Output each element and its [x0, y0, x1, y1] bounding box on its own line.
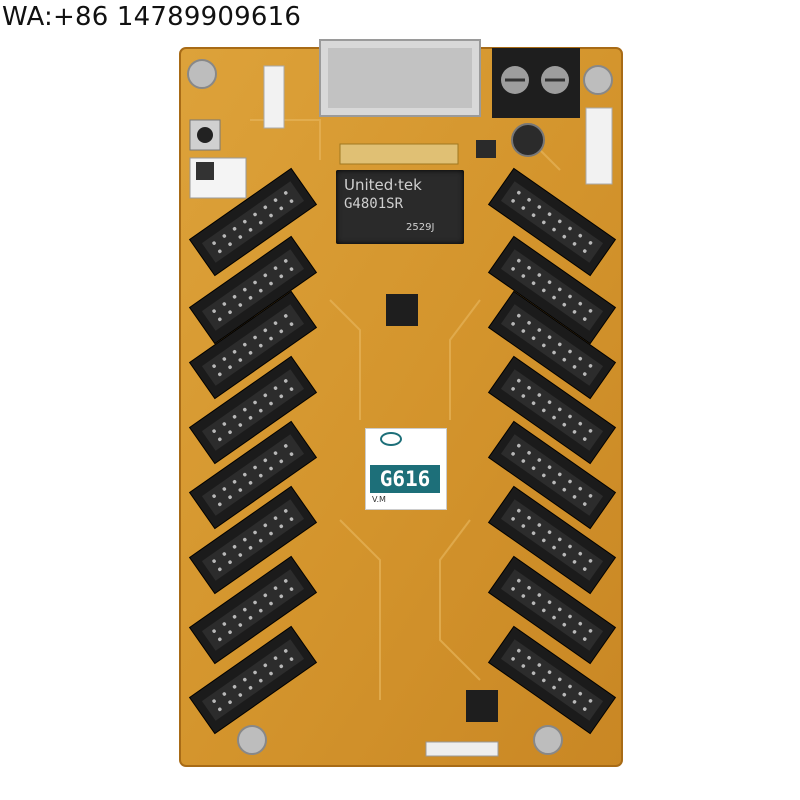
brand-logo-icon — [380, 432, 402, 446]
ribbon-connector-right — [487, 167, 617, 277]
ic-model-text: G4801SR — [344, 196, 404, 212]
ribbon-connector-left — [188, 355, 318, 465]
ic-brand-text: United·tek — [344, 176, 422, 194]
pin-strip — [425, 741, 499, 757]
driver-ic: United·tek G4801SR 2529J — [336, 170, 464, 244]
header-white — [585, 107, 613, 185]
ribbon-connector-left — [188, 290, 318, 400]
capacitor — [511, 123, 545, 157]
mount-hole — [187, 59, 217, 89]
ribbon-connectors-right — [487, 167, 617, 735]
ribbon-connector-left — [188, 555, 318, 665]
mount-hole — [583, 65, 613, 95]
ribbon-connector-right — [487, 235, 617, 345]
controller-label: G616 V.M — [365, 428, 447, 510]
small-ic — [386, 294, 418, 326]
ribbon-connector-right — [487, 420, 617, 530]
ic-code-text: 2529J — [406, 222, 435, 233]
ribbon-connector-right — [487, 355, 617, 465]
ribbon-connectors-left — [188, 167, 318, 735]
controller-version-text: V.M — [372, 495, 386, 504]
mount-hole — [533, 725, 563, 755]
ribbon-connector-left — [188, 235, 318, 345]
ribbon-connector-right — [487, 555, 617, 665]
small-ic — [466, 690, 498, 722]
ribbon-connector-right — [487, 485, 617, 595]
header-white — [263, 65, 285, 129]
ribbon-connector-right — [487, 290, 617, 400]
pin-header-row — [339, 143, 459, 165]
controller-model-text: G616 — [370, 465, 440, 493]
ribbon-connector-left — [188, 625, 318, 735]
mount-hole — [237, 725, 267, 755]
small-ic — [476, 140, 496, 158]
ribbon-connector-right — [487, 625, 617, 735]
contact-whatsapp-text: WA:+86 14789909616 — [2, 2, 302, 32]
ribbon-connector-left — [188, 420, 318, 530]
ribbon-connector-left — [188, 485, 318, 595]
ribbon-connector-left — [188, 167, 318, 277]
